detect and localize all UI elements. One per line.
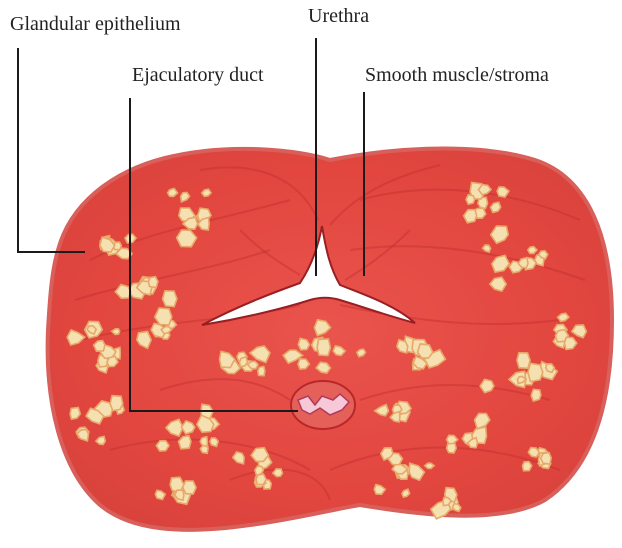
gland-acinus	[517, 353, 530, 369]
gland-acinus	[546, 364, 555, 373]
gland-acinus	[148, 277, 158, 288]
label-urethra: Urethra	[308, 6, 369, 26]
label-glandular-epithelium: Glandular epithelium	[10, 14, 181, 34]
gland-acinus	[210, 438, 218, 447]
gland-acinus	[156, 441, 169, 451]
gland-acinus	[183, 481, 196, 494]
label-ejaculatory-duct: Ejaculatory duct	[132, 65, 264, 85]
ejaculatory-duct	[291, 381, 355, 429]
gland-acinus	[528, 247, 537, 254]
label-smooth-muscle-stroma: Smooth muscle/stroma	[365, 65, 549, 85]
gland-acinus	[541, 453, 552, 465]
gland-acinus	[418, 344, 433, 358]
gland-acinus	[107, 356, 118, 366]
gland-acinus	[528, 363, 543, 381]
gland-acinus	[531, 389, 541, 401]
gland-acinus	[163, 291, 177, 307]
gland-acinus	[425, 463, 435, 468]
gland-acinus	[110, 396, 123, 411]
gland-acinus	[240, 357, 248, 367]
gland-acinus	[522, 462, 531, 471]
gland-acinus	[258, 366, 265, 375]
gland-acinus	[273, 469, 283, 477]
gland-acinus	[466, 195, 475, 205]
gland-acinus	[256, 474, 266, 485]
gland-acinus	[317, 339, 330, 356]
prostate-tissue	[48, 148, 612, 529]
